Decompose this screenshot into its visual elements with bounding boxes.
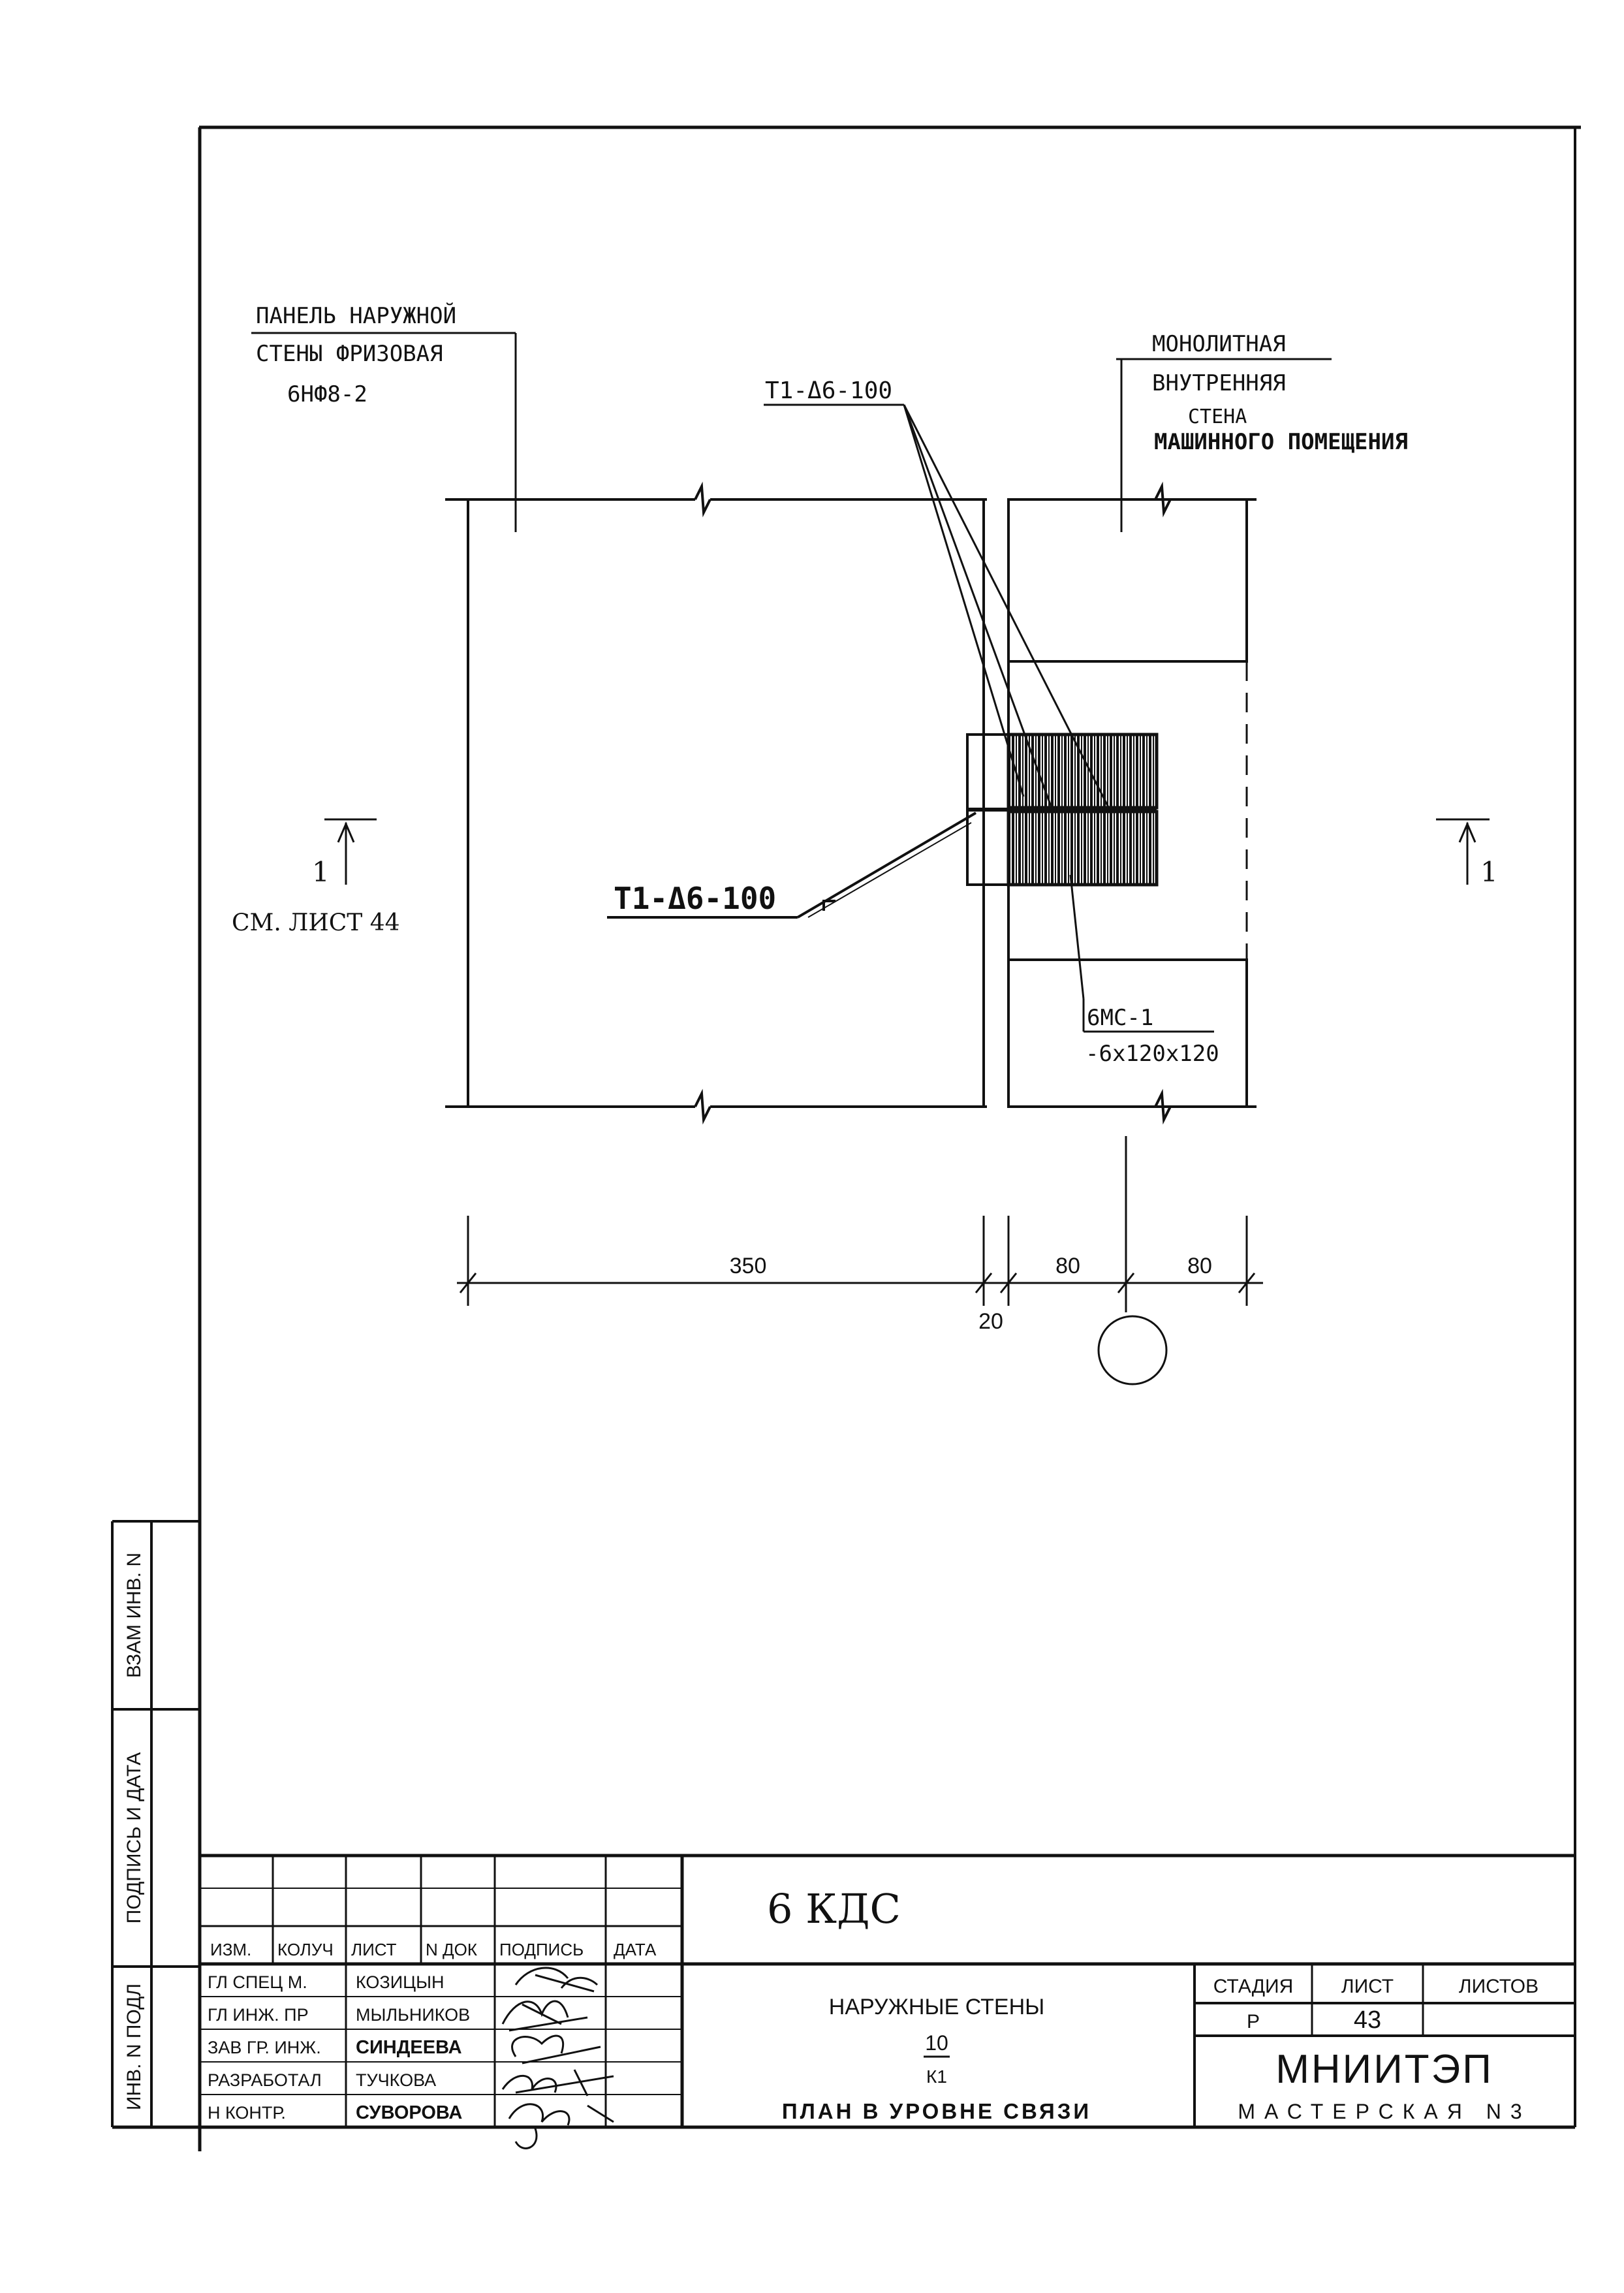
monolithic-label-1: МОНОЛИТНАЯ [1152,331,1286,357]
sheet-header: ЛИСТ [1341,1976,1394,1997]
plate-label-mark: 6МС-1 [1087,1005,1153,1031]
header-kol-uch: КОЛУЧ [277,1940,334,1959]
weld-left-label: Т1-Δ6-100 [614,881,776,916]
project-code: 6 КДС [767,1885,901,1933]
wall-panel-label-1: ПАНЕЛЬ НАРУЖНОЙ [256,302,456,329]
dim-80-left: 80 [1055,1254,1080,1278]
embedded-plate-hatched-upper [1007,733,1159,810]
fraction-top: 10 [925,2031,948,2055]
dim-20: 20 [978,1309,1003,1334]
margin-sign-date: ПОДПИСЬ И ДАТА [123,1752,145,1924]
role-1: ГЛ СПЕЦ М. [208,1972,307,1992]
stage-header: СТАДИЯ [1213,1976,1294,1997]
role-5: Н КОНТР. [208,2103,286,2123]
plate-leader [1069,874,1214,1033]
sheet-frame [112,125,1581,2151]
left-margin-strip [111,1520,200,2127]
wall-panel-label-3: 6НФ8-2 [287,381,367,407]
name-5: СУВОРОВА [356,2102,462,2123]
embedded-plate-hatched-lower [1007,810,1159,887]
header-n-dok: N ДОК [426,1940,477,1959]
dim-350: 350 [730,1254,767,1278]
see-sheet-reference: СМ. ЛИСТ 44 [232,909,400,936]
name-4: ТУЧКОВА [356,2070,436,2090]
workshop-name: МАСТЕРСКАЯ N3 [1238,2100,1531,2123]
name-1: КОЗИЦЫН [356,1972,445,1992]
weld-top-label: Т1-Δ6-100 [765,377,892,404]
sheet-number: 43 [1354,2006,1381,2034]
wall-panel-callout [251,332,517,532]
weld-top-leader [764,403,1111,810]
header-list: ЛИСТ [351,1940,397,1959]
role-4: РАЗРАБОТАЛ [208,2070,322,2090]
margin-inv-orig: ИНВ. N ПОДЛ [123,1984,145,2110]
sheets-header: ЛИСТОВ [1459,1976,1538,1997]
sheet-title: ПЛАН В УРОВНЕ СВЯЗИ [782,2099,1091,2123]
role-2: ГЛ ИНЖ. ПР [208,2005,309,2025]
monolithic-label-4: МАШИННОГО ПОМЕЩЕНИЯ [1154,429,1408,455]
header-izm: ИЗМ. [210,1940,251,1959]
plate-label-size: -6х120х120 [1085,1041,1219,1067]
section-mark-left [324,818,377,885]
exterior-wall-panel [445,481,987,1125]
grid-axis-bubble [1097,1315,1168,1385]
stage-value: Р [1247,2011,1260,2032]
name-2: МЫЛЬНИКОВ [356,2005,470,2025]
title-block-grid [200,1854,1575,2127]
weld-left-leader [607,812,977,919]
fraction-bottom: К1 [926,2066,947,2087]
monolithic-label-3: СТЕНА [1188,405,1247,428]
wall-panel-label-2: СТЕНЫ ФРИЗОВАЯ [256,341,443,367]
signatures [501,1967,614,2149]
subject-title: НАРУЖНЫЕ СТЕНЫ [829,1995,1044,2019]
margin-replace-inv: ВЗАМ ИНВ. N [123,1553,145,1678]
monolithic-label-2: ВНУТРЕННЯЯ [1152,370,1286,396]
organization-name: МНИИТЭП [1275,2047,1493,2092]
header-data: ДАТА [614,1940,657,1959]
monolithic-wall-callout [1116,358,1332,532]
section-mark-left-number: 1 [312,856,330,888]
dimension-chain [457,1136,1263,1312]
role-3: ЗАВ ГР. ИНЖ. [208,2038,321,2057]
header-podpis: ПОДПИСЬ [499,1940,584,1959]
dim-80-right: 80 [1187,1254,1212,1278]
section-mark-right-number: 1 [1480,856,1498,888]
monolithic-wall [1007,481,1257,1125]
section-mark-right [1436,818,1490,885]
name-3: СИНДЕЕВА [356,2037,462,2058]
